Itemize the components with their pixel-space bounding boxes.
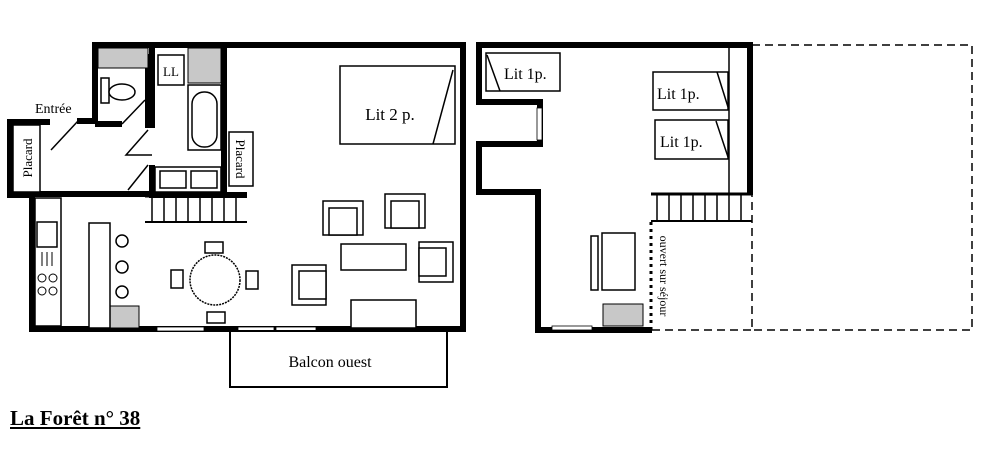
bed-fold-line: [486, 54, 501, 92]
coffee-table: [340, 243, 407, 271]
tv-stand: [350, 299, 417, 329]
toilet-tank: [100, 77, 110, 104]
balcony: [229, 330, 448, 388]
page-title: La Forêt n° 38: [10, 406, 141, 430]
entry-door: [50, 120, 79, 151]
upper-floor-plan: Lit 1p. Lit 1p. Lit 1p. ouvert sur séjou…: [476, 42, 973, 333]
hob-icon: [37, 252, 58, 296]
upper-outer-wall: [476, 42, 753, 333]
upper-stairs: [651, 192, 752, 222]
stairs: [145, 194, 247, 223]
closet-right-label: Placard: [233, 140, 248, 179]
stool-icon: [115, 234, 129, 248]
bed-fold-line: [432, 69, 454, 145]
void-outline: [751, 44, 973, 331]
bath-door: [124, 129, 152, 156]
window: [551, 325, 593, 331]
armchair-icon: [418, 241, 454, 283]
chair-icon: [245, 270, 259, 290]
sink-icon: [159, 170, 187, 189]
kitchen-sink-icon: [36, 221, 58, 248]
chair-icon: [204, 241, 224, 254]
cabinet: [602, 303, 644, 327]
bed-2-label: Lit 1p.: [657, 86, 700, 103]
open-label: ouvert sur séjour: [657, 236, 671, 317]
desk-bench: [590, 235, 599, 291]
bath-cabinet: [187, 47, 222, 84]
bed-1-label: Lit 1p.: [504, 66, 547, 83]
laundry-label: LL: [163, 64, 179, 79]
entry-label: Entrée: [35, 102, 72, 117]
kitchen-counter: [34, 197, 62, 327]
bed-fold-line: [716, 71, 729, 108]
dining-table: [189, 254, 241, 306]
wc-cabinet: [97, 47, 149, 69]
closet-left-label: Placard: [20, 138, 35, 177]
window: [536, 107, 543, 141]
bar-counter: [88, 222, 111, 329]
armchair-icon: [322, 200, 364, 236]
balcony-label: Balcon ouest: [288, 354, 372, 371]
chair-icon: [206, 311, 226, 324]
wc-door: [121, 99, 146, 125]
desk: [601, 232, 636, 291]
sink-icon: [190, 170, 218, 189]
toilet-icon: [108, 83, 136, 101]
stool-icon: [115, 285, 129, 299]
ground-floor-plan: LL Placard Placard Entrée: [7, 42, 466, 388]
bath-door-2: [127, 164, 149, 191]
bed-3-label: Lit 1p.: [660, 134, 703, 151]
chair-icon: [170, 269, 184, 289]
double-bed-label: Lit 2 p.: [365, 105, 415, 124]
window: [156, 326, 205, 332]
bathtub-icon: [191, 91, 218, 148]
stool-icon: [115, 260, 129, 274]
laundry-box: [157, 54, 185, 86]
bed-fold-line: [715, 120, 729, 158]
outer-wall: [7, 42, 466, 332]
armchair-icon: [291, 264, 327, 306]
single-bed-2: [652, 71, 729, 111]
armchair-icon: [384, 193, 426, 229]
closet-right: [228, 131, 254, 187]
closet-left: [12, 124, 41, 193]
single-bed-3: [654, 119, 729, 160]
